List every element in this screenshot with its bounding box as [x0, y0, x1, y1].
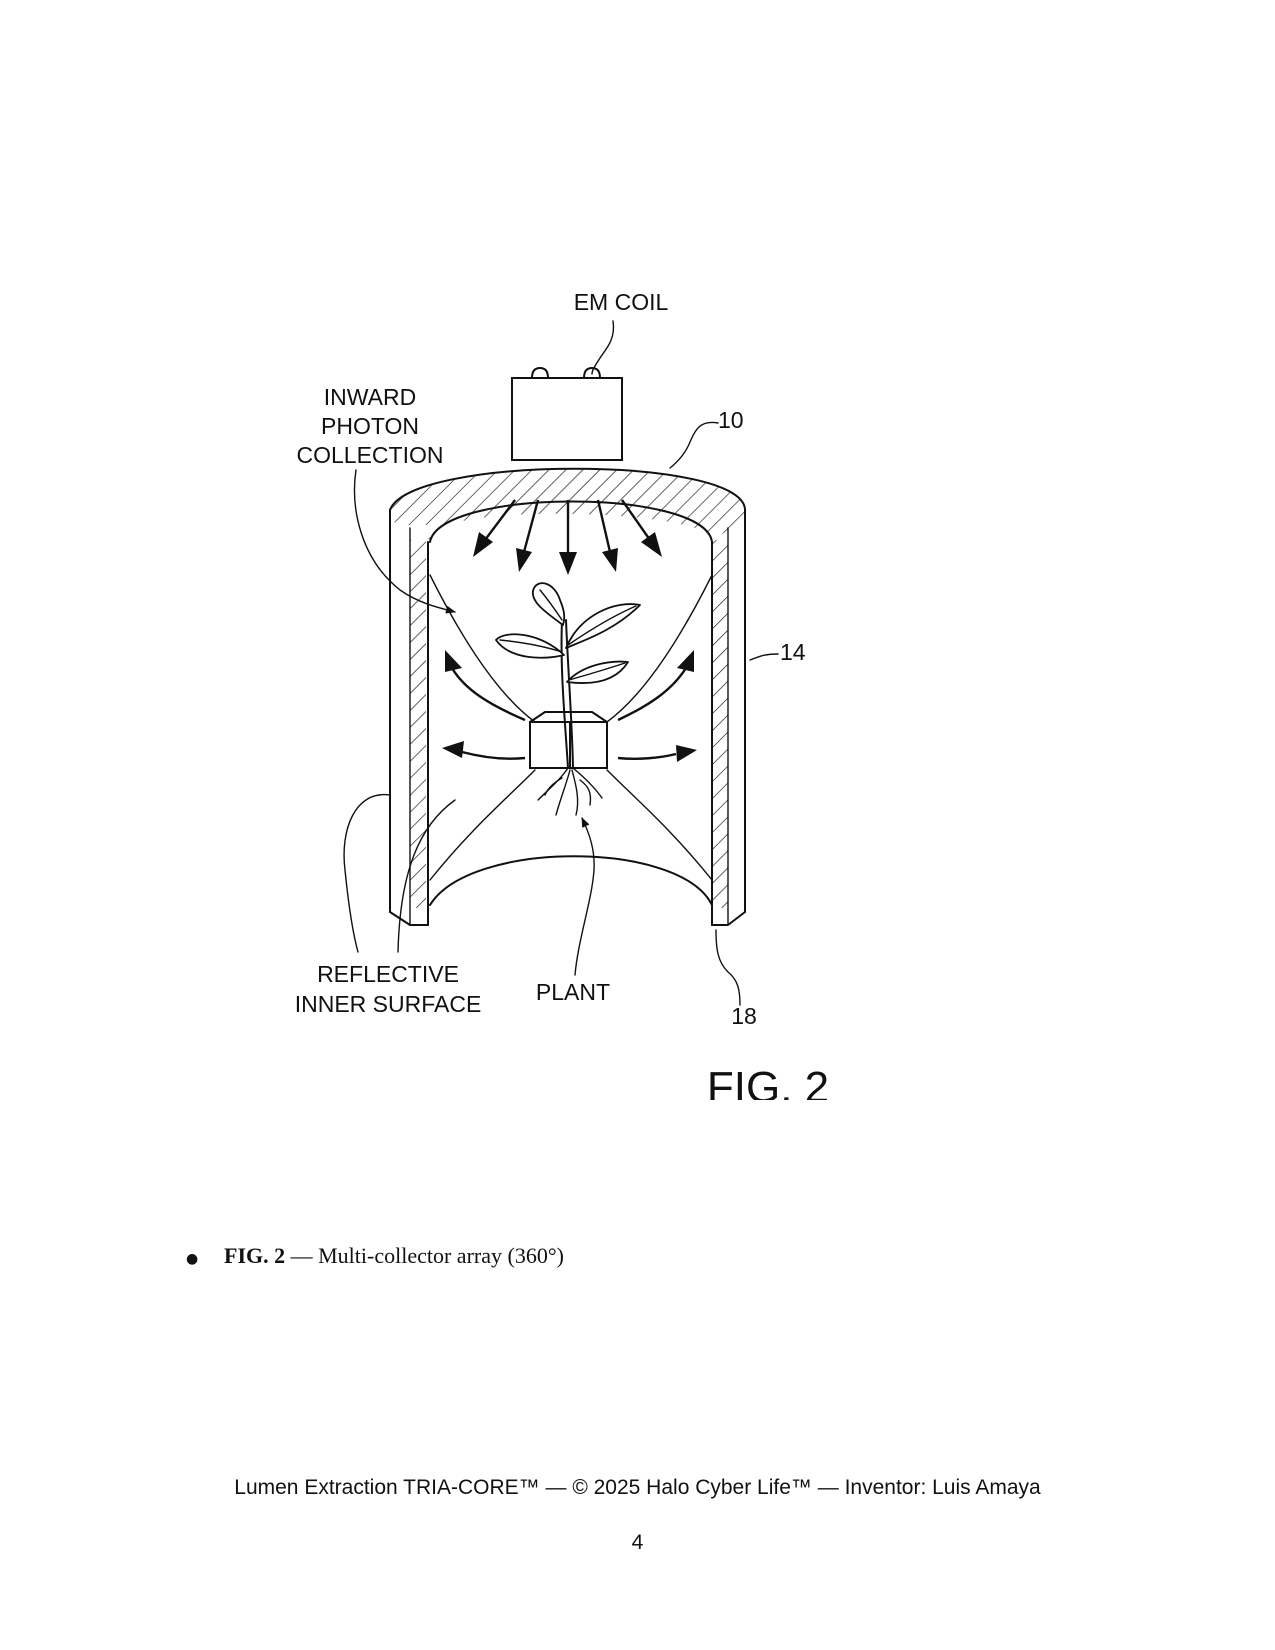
- em-coil-box: [511, 367, 623, 461]
- label-ref-10: 10: [718, 407, 744, 433]
- label-reflective-line2: INNER SURFACE: [295, 991, 482, 1017]
- leader-lines: [343, 320, 779, 1006]
- figure-caption-list: ● FIG. 2 — Multi-collector array (360°): [186, 1243, 564, 1269]
- cylinder-bottom-opening: [429, 855, 713, 906]
- page-footer: Lumen Extraction TRIA-CORE™ — © 2025 Hal…: [234, 1476, 1041, 1499]
- label-ref-18: 18: [731, 1003, 757, 1029]
- plant-base: [529, 711, 608, 769]
- label-reflective-line1: REFLECTIVE: [317, 961, 459, 987]
- label-inward-line3: COLLECTION: [297, 442, 444, 468]
- label-plant: PLANT: [536, 979, 610, 1005]
- bullet-icon: ●: [186, 1251, 199, 1267]
- page-number: 4: [631, 1531, 644, 1554]
- caption-bold-text: FIG. 2: [224, 1243, 286, 1268]
- label-em-coil: EM COIL: [574, 289, 669, 315]
- label-inward-line1: INWARD: [324, 384, 416, 410]
- fig2-diagram: EM COIL INWARD PHOTON COLLECTION 10 14 R…: [295, 289, 829, 1100]
- reflection-arrows: [442, 650, 697, 762]
- cylinder-left-wall: [389, 509, 429, 926]
- plant-illustration: [495, 582, 641, 816]
- cylinder-right-wall: [711, 509, 746, 926]
- label-ref-14: 14: [780, 639, 806, 665]
- caption-item: ● FIG. 2 — Multi-collector array (360°): [186, 1243, 564, 1269]
- reflective-inner-surface: [429, 574, 713, 881]
- figure-label: FIG. 2: [707, 1063, 829, 1100]
- downward-photon-arrows: [473, 499, 662, 575]
- label-inward-line2: PHOTON: [321, 413, 419, 439]
- caption-text: — Multi-collector array (360°): [285, 1243, 564, 1268]
